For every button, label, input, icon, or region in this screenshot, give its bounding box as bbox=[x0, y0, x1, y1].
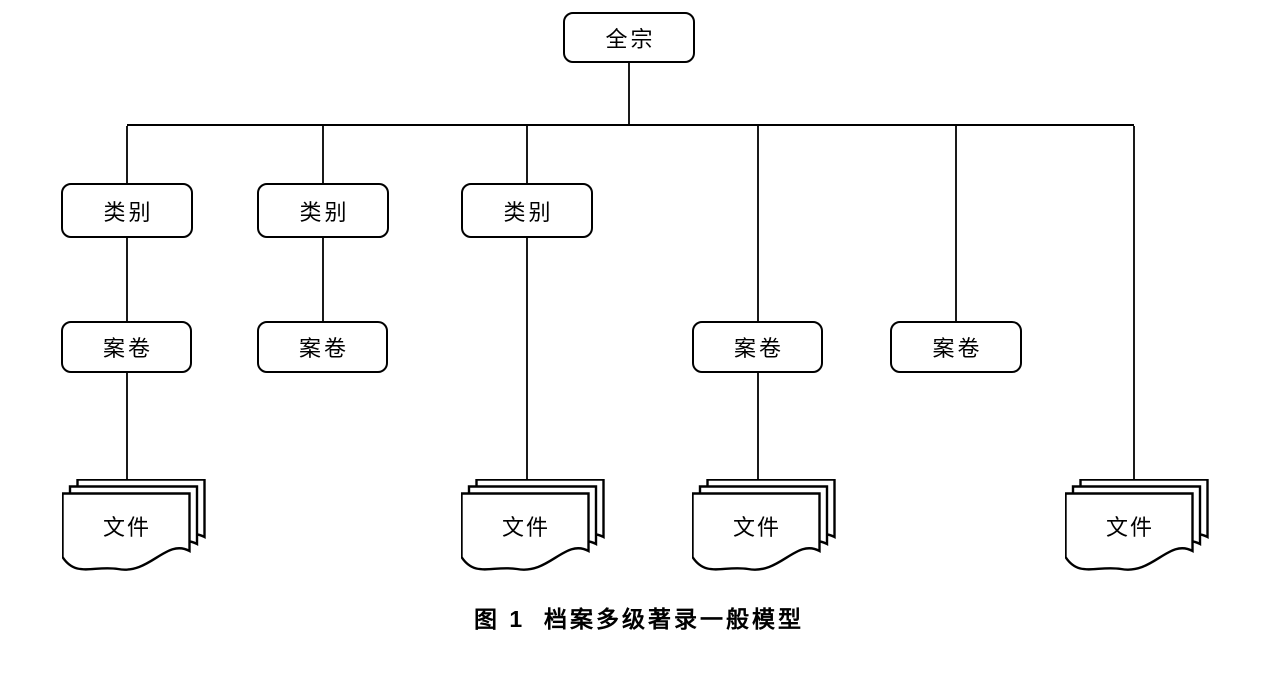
doc-label-1: 文件 bbox=[102, 515, 151, 540]
doc-label-3: 文件 bbox=[732, 515, 781, 540]
doc-stack-3: 文件 bbox=[692, 479, 840, 581]
node-category-1: 类别 bbox=[61, 183, 193, 238]
doc-stack-4: 文件 bbox=[1065, 479, 1213, 581]
node-folder-3: 案卷 bbox=[692, 321, 823, 373]
doc-label-2: 文件 bbox=[501, 515, 550, 540]
node-folder-4: 案卷 bbox=[890, 321, 1022, 373]
node-fonds: 全宗 bbox=[563, 12, 695, 63]
node-category-3: 类别 bbox=[461, 183, 593, 238]
doc-stack-2: 文件 bbox=[461, 479, 609, 581]
node-folder-1: 案卷 bbox=[61, 321, 192, 373]
node-category-2: 类别 bbox=[257, 183, 389, 238]
node-folder-2: 案卷 bbox=[257, 321, 388, 373]
doc-label-4: 文件 bbox=[1105, 515, 1154, 540]
doc-stack-1: 文件 bbox=[62, 479, 210, 581]
figure-caption: 图 1 档案多级著录一般模型 bbox=[474, 606, 804, 632]
